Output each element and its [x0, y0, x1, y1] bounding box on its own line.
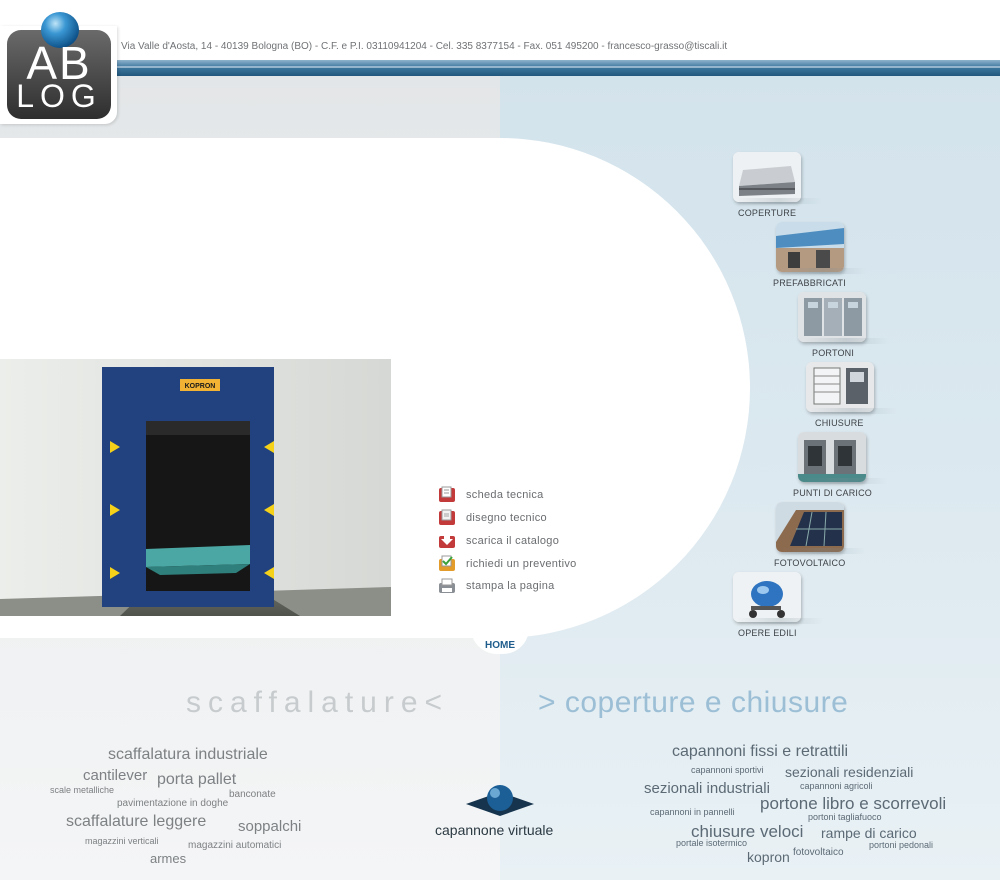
action-label: scarica il catalogo [466, 535, 560, 547]
quote-request-icon [437, 555, 457, 573]
dock-shelter-illustration: KOPRON [0, 359, 391, 616]
cement-mixer-thumbnail [733, 572, 801, 622]
document-icon [437, 486, 457, 504]
tag-link[interactable]: scale metalliche [50, 785, 115, 795]
tag-link[interactable]: capannoni in pannelli [650, 807, 735, 817]
print-icon [437, 577, 457, 595]
tag-link[interactable]: sezionali industriali [644, 780, 770, 797]
category-punti-di-carico[interactable]: PUNTI DI CARICO [793, 432, 913, 502]
tag-link[interactable]: porta pallet [157, 771, 237, 788]
category-label: PORTONI [812, 348, 855, 358]
tag-link[interactable]: chiusure veloci [691, 822, 804, 841]
tag-link[interactable]: portoni tagliafuoco [808, 812, 882, 822]
tag-link[interactable]: kopron [747, 849, 790, 865]
tag-link[interactable]: armes [150, 851, 187, 866]
category-fotovoltaico[interactable]: FOTOVOLTAICO [774, 502, 894, 572]
rolling-door-thumbnail [806, 362, 874, 412]
category-label: PUNTI DI CARICO [793, 488, 873, 498]
product-brand-sign: KOPRON [185, 383, 216, 390]
header-bar-highlight [117, 66, 1000, 68]
logo-text-top: AB [26, 37, 92, 89]
download-icon [437, 532, 457, 550]
action-label: stampa la pagina [466, 580, 555, 592]
solar-panel-thumbnail [776, 502, 844, 552]
home-link[interactable]: HOME [485, 640, 515, 651]
virtual-shed-icon[interactable] [466, 784, 534, 818]
category-chiusure[interactable]: CHIUSURE [806, 362, 926, 432]
action-label: richiedi un preventivo [466, 558, 577, 570]
header-address: Via Valle d'Aosta, 14 - 40139 Bologna (B… [121, 41, 728, 52]
category-opere-edili[interactable]: OPERE EDILI [733, 572, 853, 642]
logo-text-bottom: LOG [16, 78, 102, 114]
product-photo: KOPRON [0, 359, 391, 616]
category-prefabbricati[interactable]: PREFABBRICATI [772, 222, 892, 292]
tag-link[interactable]: fotovoltaico [793, 847, 844, 858]
category-label: OPERE EDILI [738, 628, 797, 638]
tag-link[interactable]: capannoni fissi e retrattili [672, 743, 849, 760]
category-label: CHIUSURE [815, 418, 864, 428]
tag-link[interactable]: scaffalature leggere [66, 813, 207, 830]
tag-link[interactable]: portone libro e scorrevoli [760, 794, 947, 813]
prefab-thumbnail [776, 222, 844, 272]
action-label: disegno tecnico [466, 512, 547, 524]
category-label: PREFABBRICATI [773, 278, 846, 288]
action-label: scheda tecnica [466, 489, 544, 501]
tag-link[interactable]: banconate [229, 789, 276, 800]
tag-link[interactable]: capannoni sportivi [691, 765, 764, 775]
doors-thumbnail [798, 292, 866, 342]
tag-link[interactable]: portale isotermico [676, 838, 748, 848]
category-coperture[interactable]: COPERTURE [730, 152, 850, 222]
header-bar [117, 60, 1000, 76]
tag-link[interactable]: magazzini verticali [85, 836, 159, 846]
tag-link[interactable]: capannoni agricoli [800, 781, 873, 791]
section-title-scaffalature[interactable]: scaffalature< [186, 686, 450, 719]
tag-link[interactable]: rampe di carico [821, 825, 917, 841]
category-portoni[interactable]: PORTONI [797, 292, 917, 362]
tag-link[interactable]: sezionali residenziali [785, 764, 914, 780]
tag-link[interactable]: cantilever [83, 767, 148, 784]
tag-link[interactable]: soppalchi [238, 818, 302, 835]
action-richiedi-preventivo[interactable]: richiedi un preventivo [437, 555, 577, 573]
section-title-coperture-chiusure[interactable]: > coperture e chiusure [538, 686, 849, 719]
home-tab: HOME [471, 628, 529, 654]
tag-link[interactable]: pavimentazione in doghe [117, 798, 229, 809]
action-stampa-pagina[interactable]: stampa la pagina [437, 577, 555, 595]
shed-thumbnail [733, 152, 801, 202]
category-label: COPERTURE [738, 208, 797, 218]
action-scarica-catalogo[interactable]: scarica il catalogo [437, 532, 559, 550]
action-disegno-tecnico[interactable]: disegno tecnico [437, 509, 547, 527]
action-scheda-tecnica[interactable]: scheda tecnica [437, 486, 544, 504]
tag-link[interactable]: magazzini automatici [188, 840, 282, 851]
loading-bay-thumbnail [798, 432, 866, 482]
tag-link[interactable]: portoni pedonali [869, 840, 934, 850]
tag-link[interactable]: scaffalatura industriale [108, 746, 268, 763]
logo-sphere-icon [41, 12, 79, 48]
category-label: FOTOVOLTAICO [774, 558, 846, 568]
virtual-shed-link[interactable]: capannone virtuale [435, 822, 554, 838]
drawing-icon [437, 509, 457, 527]
